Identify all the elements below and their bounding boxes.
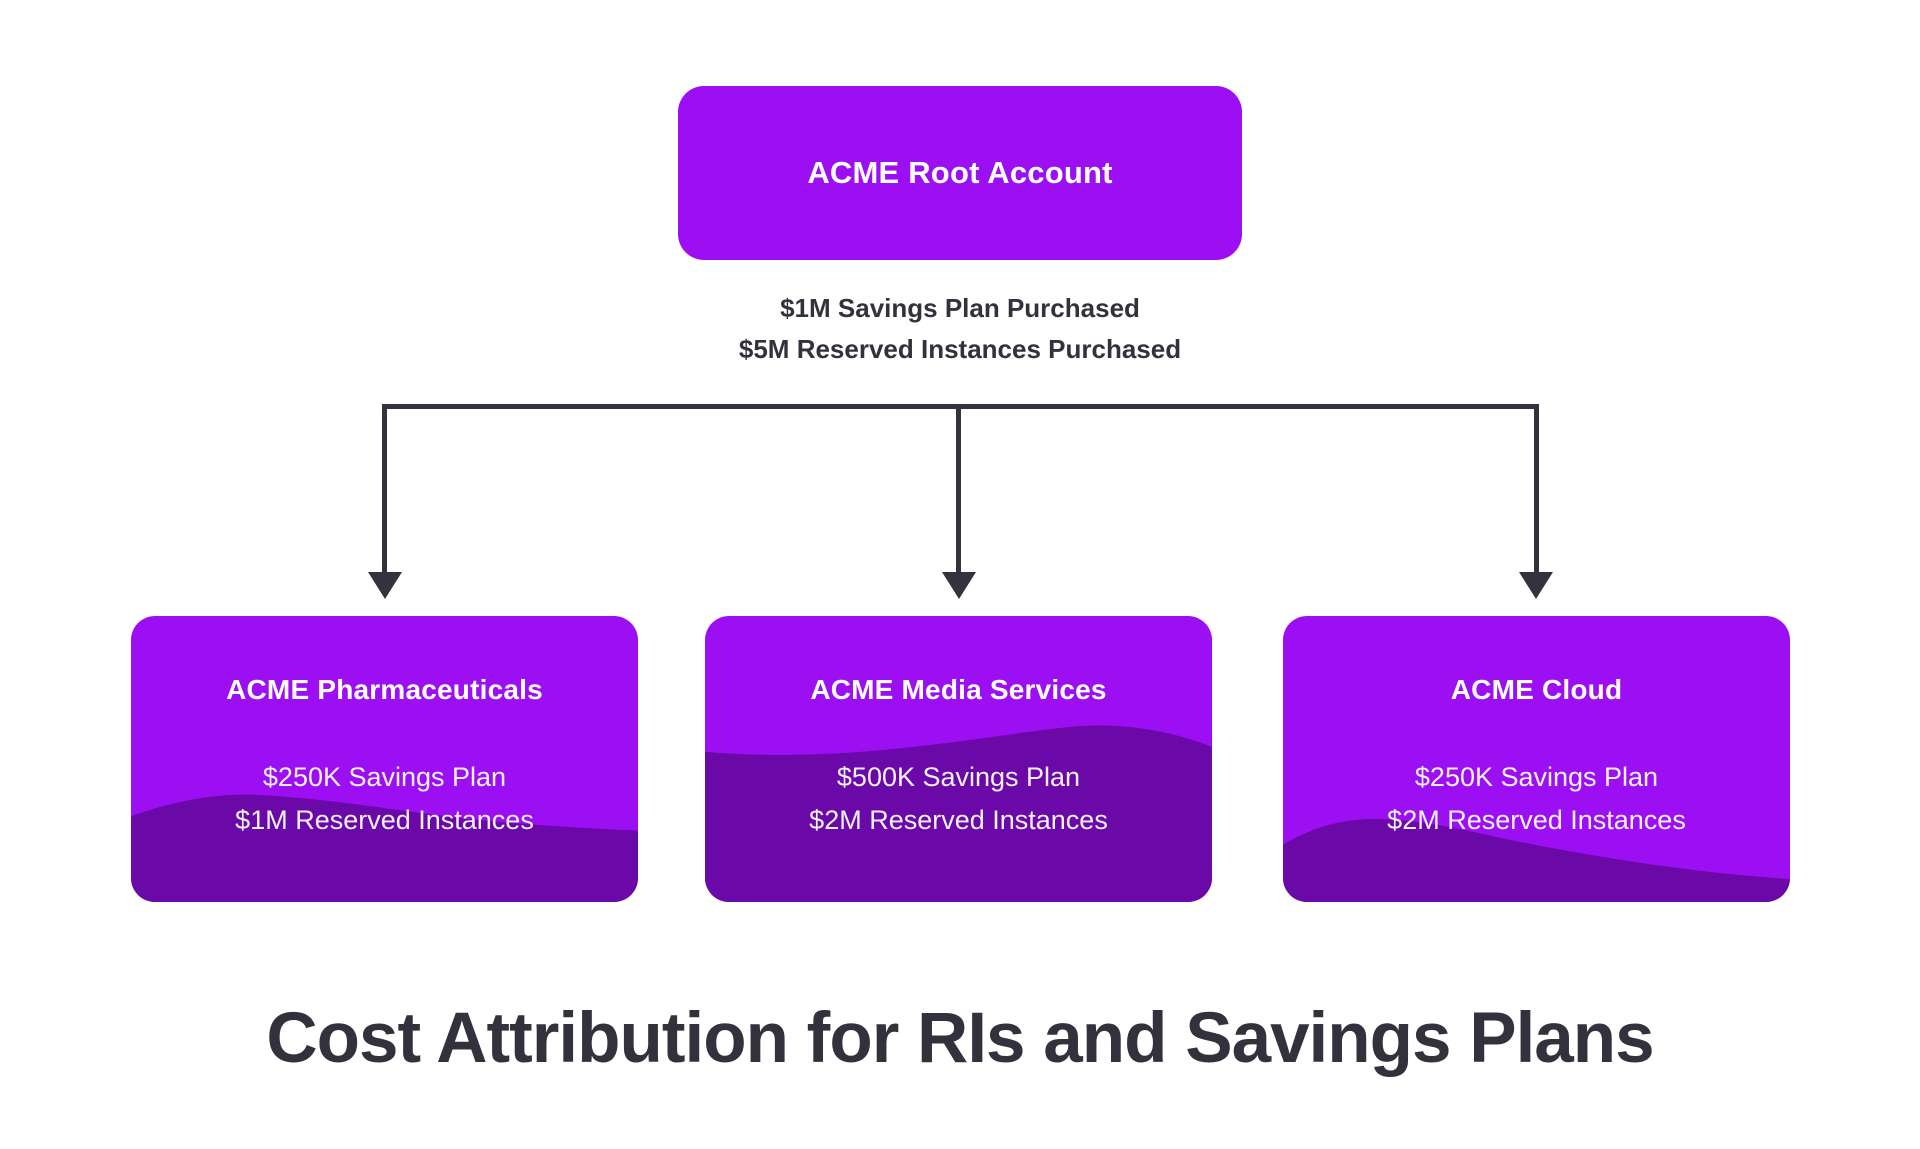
arrow-down-icon xyxy=(942,572,976,599)
purchase-summary-line-1: $1M Savings Plan Purchased xyxy=(780,293,1140,323)
page-title: Cost Attribution for RIs and Savings Pla… xyxy=(266,999,1654,1078)
connector-vertical-line-center xyxy=(956,404,961,574)
reserved-instances-amount: $2M Reserved Instances xyxy=(809,805,1108,835)
connector-vertical-line-left xyxy=(382,404,387,574)
account-card-details: $250K Savings Plan $2M Reserved Instance… xyxy=(1283,756,1790,842)
purchase-summary: $1M Savings Plan Purchased $5M Reserved … xyxy=(0,288,1920,370)
wave-decoration xyxy=(131,794,638,902)
account-card-title: ACME Cloud xyxy=(1450,674,1623,705)
account-card-media-services: ACME Media Services $500K Savings Plan $… xyxy=(705,616,1212,902)
arrow-down-icon xyxy=(368,572,402,599)
savings-plan-amount: $250K Savings Plan xyxy=(262,762,507,792)
reserved-instances-amount: $2M Reserved Instances xyxy=(1387,805,1686,835)
account-card-details: $500K Savings Plan $2M Reserved Instance… xyxy=(705,756,1212,842)
account-card-cloud: ACME Cloud $250K Savings Plan $2M Reserv… xyxy=(1283,616,1790,902)
account-card-title: ACME Media Services xyxy=(810,674,1107,705)
account-card-pharmaceuticals: ACME Pharmaceuticals $250K Savings Plan … xyxy=(131,616,638,902)
wave-decoration xyxy=(1283,819,1790,902)
wave-decoration xyxy=(705,725,1212,902)
root-account-title: ACME Root Account xyxy=(807,155,1113,190)
savings-plan-amount: $500K Savings Plan xyxy=(836,762,1081,792)
reserved-instances-amount: $1M Reserved Instances xyxy=(235,805,534,835)
arrow-down-icon xyxy=(1519,572,1553,599)
connector-vertical-line-right xyxy=(1534,404,1539,574)
purchase-summary-line-2: $5M Reserved Instances Purchased xyxy=(738,334,1182,364)
savings-plan-amount: $250K Savings Plan xyxy=(1414,762,1659,792)
account-card-details: $250K Savings Plan $1M Reserved Instance… xyxy=(131,756,638,842)
root-account-card: ACME Root Account xyxy=(678,86,1242,260)
account-card-title: ACME Pharmaceuticals xyxy=(226,674,543,705)
